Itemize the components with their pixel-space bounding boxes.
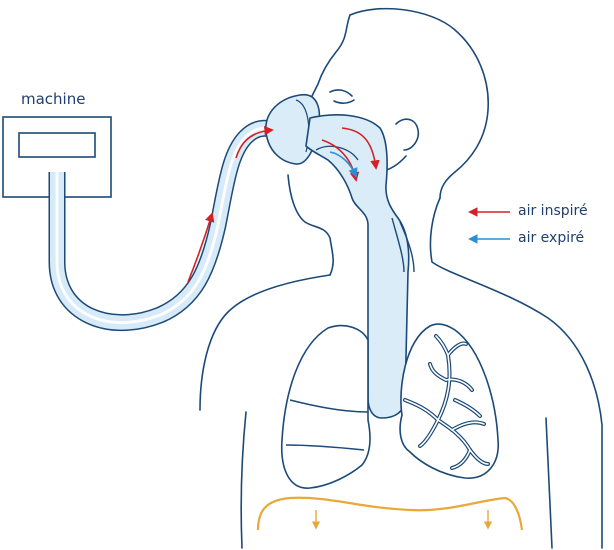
arrow-icon [235,125,274,159]
arrow-icon [187,212,215,283]
right-lung [399,323,499,479]
left-lung [280,324,371,489]
machine-screen [18,132,96,158]
body-outline [199,7,603,549]
breathing-tube [48,119,278,332]
legend-expired-label: air expiré [518,230,585,246]
inspired-air-arrows [187,125,380,283]
airway [305,114,415,419]
legend-inspired-label: air inspiré [518,203,588,219]
diaphragm [256,496,524,531]
expired-air-arrows [329,151,358,178]
arrow-icon [341,127,380,170]
arrow-icon [329,151,358,178]
machine-label: machine [21,90,86,108]
